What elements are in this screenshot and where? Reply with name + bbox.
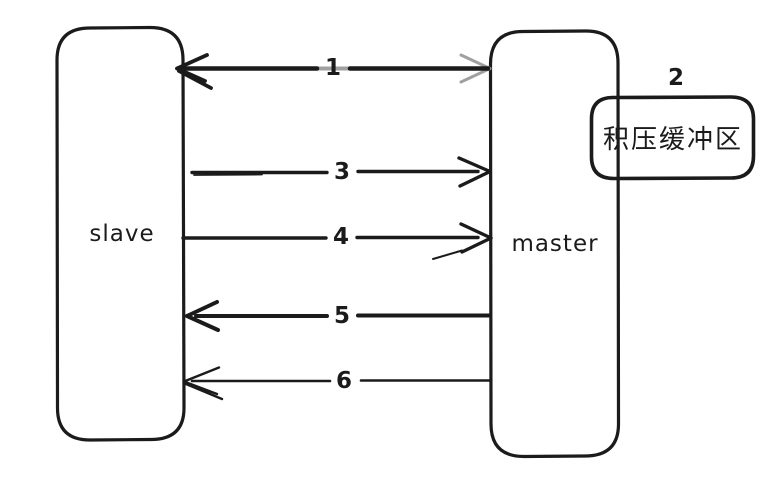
arrow-1: 1 [175,53,492,90]
arrow-5-line [194,313,492,318]
arrow-1-left-arrowhead-icon [175,53,213,90]
arrow-4-label: 4 [333,224,349,250]
arrow-4-line [181,235,480,240]
slave-node: slave [55,25,186,442]
arrow-3: 3 [190,156,492,188]
master-node-label: master [511,231,598,257]
arrow-6-label: 6 [336,368,352,394]
arrow-3-line-overdraw [193,173,263,176]
arrow-3-label: 3 [334,159,350,185]
arrow-1-label: 1 [325,55,341,81]
master-node: master [488,29,621,459]
slave-node-label: slave [89,221,154,247]
arrow-5: 5 [185,300,492,332]
arrow-5-left-arrowhead-icon [185,300,220,332]
backlog-buffer-annotation: 2 [668,65,684,91]
arrow-6: 6 [182,366,492,401]
arrow-4-right-arrowhead-icon [459,222,493,254]
backlog-buffer-box-outline [589,95,756,181]
arrow-6-line [190,379,492,383]
arrow-5-label: 5 [334,303,350,329]
arrow-4-arrowhead-overdraw [432,249,463,260]
arrow-4: 4 [181,222,493,260]
arrow-3-line [190,169,480,175]
arrow-6-left-arrowhead-icon [182,366,224,401]
backlog-buffer-label: 积压缓冲区 [603,125,743,155]
slave-box-outline [55,25,186,442]
backlog-buffer-node: 积压缓冲区 2 [589,65,756,181]
arrow-3-right-arrowhead-icon [457,156,492,188]
master-box-outline [488,29,621,459]
